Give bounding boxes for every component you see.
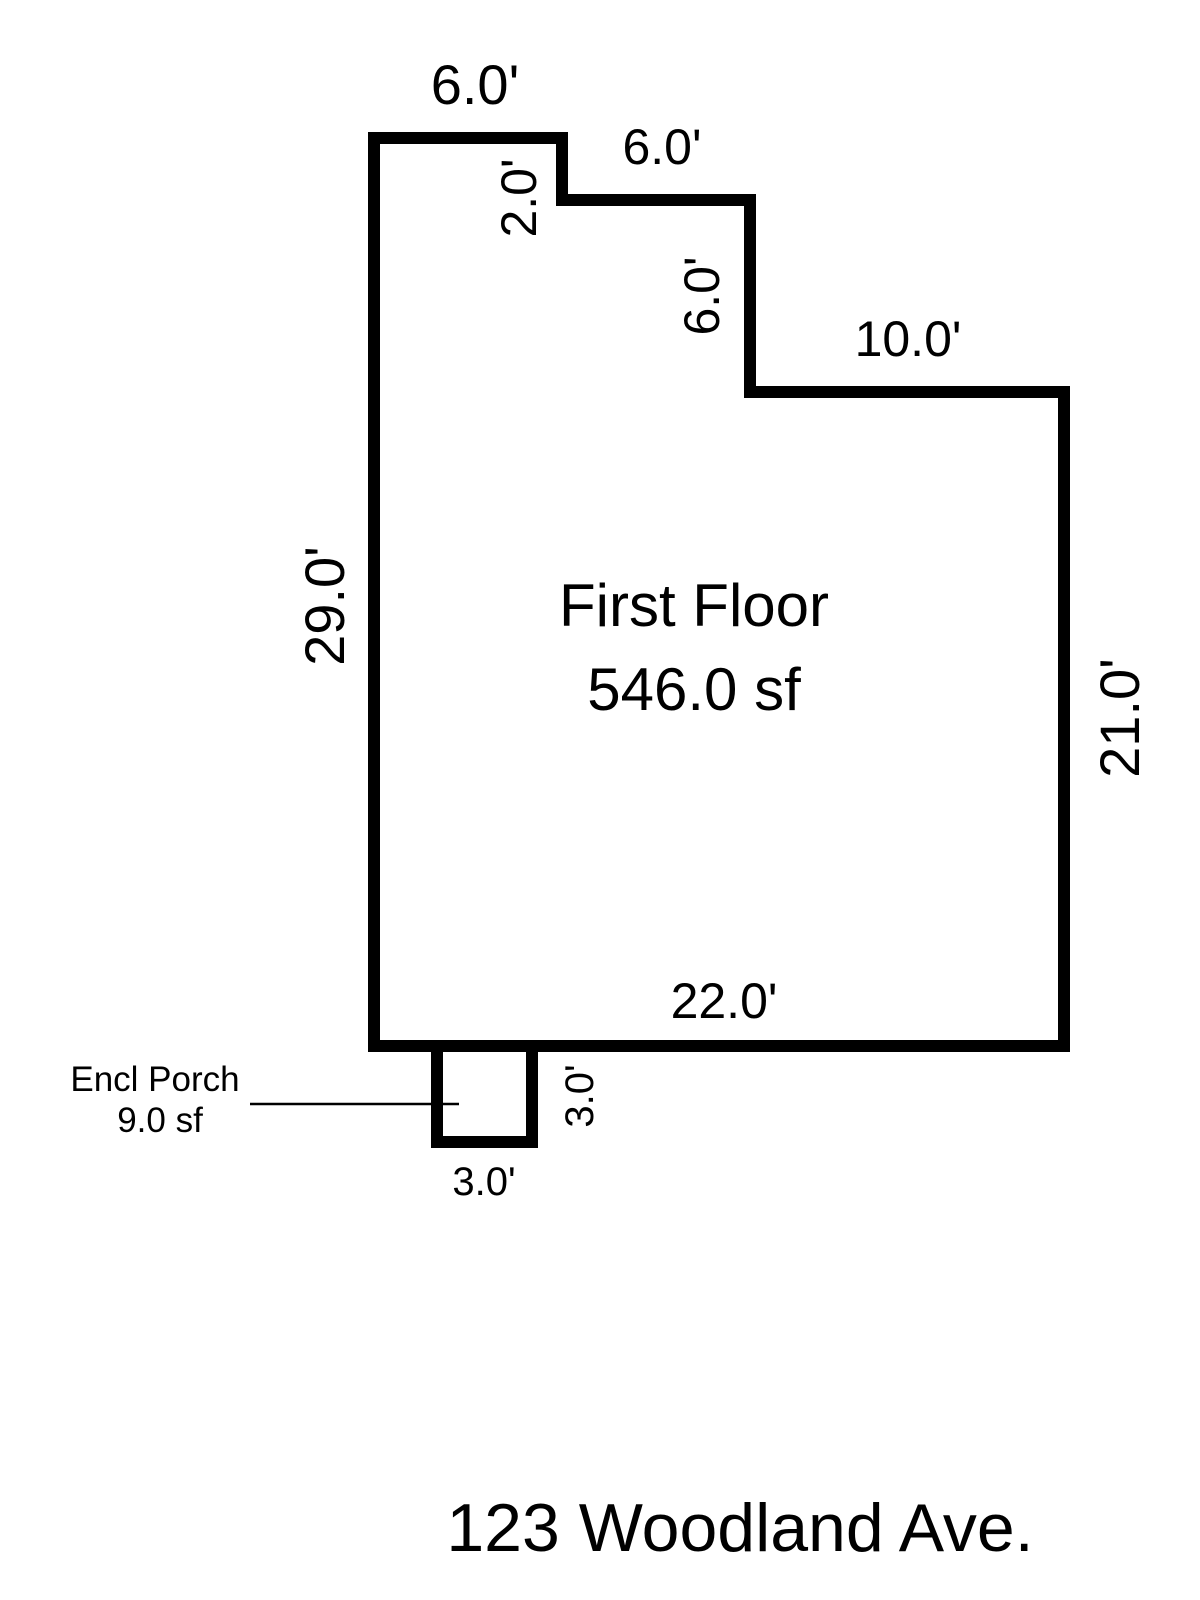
dimension-porch-side: 3.0' xyxy=(558,1064,602,1127)
dimension-left: 29.0' xyxy=(293,546,356,666)
dimension-top-right: 10.0' xyxy=(855,311,962,367)
dimension-step-down-2: 6.0' xyxy=(674,256,730,335)
porch-label: Encl Porch xyxy=(70,1060,239,1099)
porch-area: 9.0 sf xyxy=(117,1101,203,1140)
dimension-top-middle: 6.0' xyxy=(622,119,701,175)
first-floor-label: First Floor xyxy=(559,572,829,639)
first-floor-area: 546.0 sf xyxy=(587,656,801,723)
first-floor-outline xyxy=(368,132,1070,1052)
dimension-bottom: 22.0' xyxy=(671,973,778,1029)
dimension-right: 21.0' xyxy=(1088,658,1151,778)
dimension-step-down-1: 2.0' xyxy=(491,158,547,237)
porch-outline xyxy=(431,1040,538,1148)
property-address: 123 Woodland Ave. xyxy=(446,1490,1033,1566)
dimension-porch-bottom: 3.0' xyxy=(452,1160,515,1204)
dimension-top-left: 6.0' xyxy=(431,53,520,116)
